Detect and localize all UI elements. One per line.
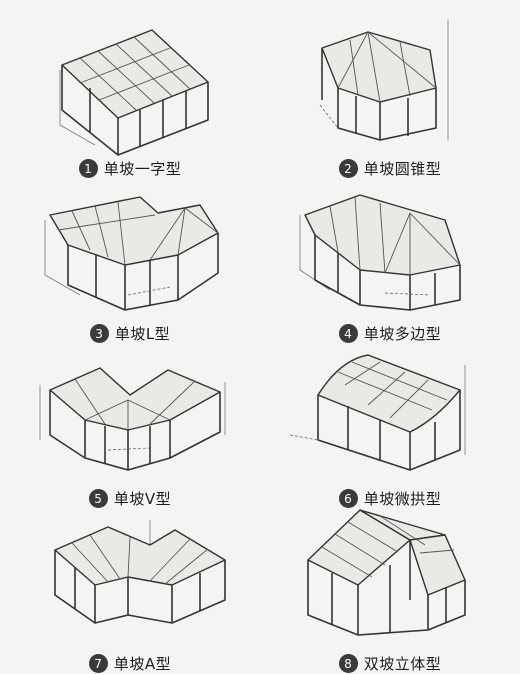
caption-type-5: 5 单坡V型 <box>0 488 260 509</box>
number-badge: 6 <box>338 489 358 508</box>
type-label: 单坡多边型 <box>363 325 442 343</box>
number-badge: 5 <box>88 489 108 508</box>
cell-type-7: 7 单坡A型 <box>0 505 260 673</box>
cell-type-8: 8 双坡立体型 <box>260 505 520 673</box>
number-badge: 4 <box>338 324 358 343</box>
number-badge: 7 <box>88 654 108 673</box>
type-label: 单坡一字型 <box>103 160 182 178</box>
caption-type-7: 7 单坡A型 <box>0 653 260 674</box>
type-label: 单坡圆锥型 <box>363 160 442 178</box>
cell-type-6: 6 单坡微拱型 <box>260 340 520 508</box>
type-label: 单坡L型 <box>114 325 171 343</box>
type-label: 单坡微拱型 <box>363 490 442 508</box>
cell-type-5: 5 单坡V型 <box>0 340 260 508</box>
sunroom-drawing-5 <box>39 367 226 471</box>
sunroom-drawing-4 <box>299 194 461 311</box>
sunroom-drawing-8 <box>307 509 466 636</box>
sunroom-drawing-3 <box>44 196 219 311</box>
type-label: 单坡A型 <box>113 655 172 673</box>
number-badge: 3 <box>89 324 109 343</box>
type-label: 双坡立体型 <box>363 655 442 673</box>
cell-type-4: 4 单坡多边型 <box>260 175 520 343</box>
caption-type-3: 3 单坡L型 <box>0 323 260 344</box>
caption-type-8: 8 双坡立体型 <box>260 653 520 674</box>
number-badge: 2 <box>338 159 358 178</box>
sunroom-drawing-6 <box>289 354 466 471</box>
type-label: 单坡V型 <box>113 490 172 508</box>
cell-type-2: 2 单坡圆锥型 <box>260 10 520 178</box>
caption-type-1: 1 单坡一字型 <box>0 158 260 179</box>
caption-type-4: 4 单坡多边型 <box>260 323 520 344</box>
cell-type-3: 3 单坡L型 <box>0 175 260 343</box>
caption-type-2: 2 单坡圆锥型 <box>260 158 520 179</box>
caption-type-6: 6 单坡微拱型 <box>260 488 520 509</box>
sunroom-drawing-7 <box>54 520 226 624</box>
sunroom-drawing-2 <box>319 20 449 141</box>
sunroom-drawing-1 <box>59 29 209 156</box>
number-badge: 1 <box>78 159 98 178</box>
number-badge: 8 <box>338 654 358 673</box>
cell-type-1: 1 单坡一字型 <box>0 10 260 178</box>
